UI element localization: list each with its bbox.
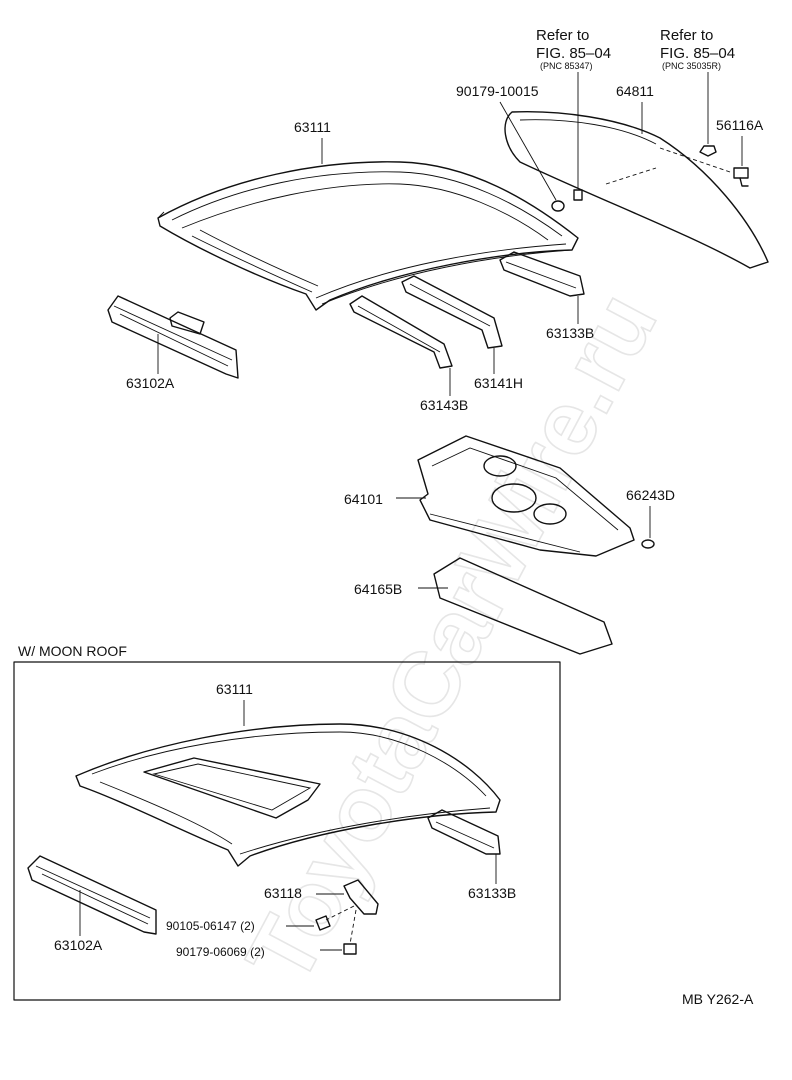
moon-roof-rear-rail-drawing: [427, 809, 501, 855]
label-clip: 56116A: [716, 117, 764, 133]
moon-roof-heading: W/ MOON ROOF: [18, 643, 127, 659]
rear-rail-drawing: [499, 251, 585, 297]
bracket-drawing: [315, 879, 379, 955]
leader-nut-top: [499, 101, 557, 201]
mr-label-rear-rail: 63133B: [468, 885, 516, 901]
nut-drawing: [551, 200, 565, 212]
moon-roof-frame: [13, 661, 561, 1001]
refer-left-pnc: (PNC 85347): [540, 61, 593, 71]
refer-right-title: Refer to: [660, 27, 713, 44]
grommet-drawing: [573, 189, 583, 201]
label-roof-panel: 63111: [294, 119, 331, 135]
label-package-tray: 64101: [344, 491, 383, 507]
labels-top: 63111 90179-10015 Refer to FIG. 85–04 (P…: [126, 27, 764, 597]
footer-code: MB Y262-A: [682, 991, 754, 1007]
refer-left-fig: FIG. 85–04: [536, 45, 611, 62]
refer-right-pnc: (PNC 35035R): [662, 61, 721, 71]
label-center-bow: 63141H: [474, 375, 523, 391]
front-bow-drawing: [349, 295, 453, 369]
mr-label-bracket: 63118: [264, 885, 302, 901]
label-nut-top: 90179-10015: [456, 83, 539, 99]
labels-moon-roof: 63111 63102A 63133B 63118 90105-06147 (2…: [54, 681, 516, 959]
roof-panel-drawing: [157, 161, 579, 311]
mr-label-front-rail: 63102A: [54, 937, 103, 953]
label-back-window: 64811: [616, 83, 654, 99]
label-silencer: 64165B: [354, 581, 402, 597]
center-bow-drawing: [401, 275, 503, 349]
label-rear-rail: 63133B: [546, 325, 594, 341]
clip-drawing: [605, 145, 749, 187]
mr-label-nut: 90179-06069 (2): [176, 945, 265, 959]
label-front-rail: 63102A: [126, 375, 175, 391]
label-front-bow: 63143B: [420, 397, 468, 413]
mr-label-bolt: 90105-06147 (2): [166, 919, 255, 933]
moon-roof-front-rail-drawing: [27, 855, 157, 935]
label-plug: 66243D: [626, 487, 675, 503]
plug-drawing: [641, 539, 655, 549]
silencer-drawing: [433, 557, 613, 655]
front-rail-drawing: [107, 295, 239, 379]
mr-label-roof-panel: 63111: [216, 681, 253, 697]
refer-right-fig: FIG. 85–04: [660, 45, 735, 62]
moon-roof-panel-drawing: [75, 723, 501, 867]
refer-left-title: Refer to: [536, 27, 589, 44]
back-window-drawing: [504, 111, 769, 269]
